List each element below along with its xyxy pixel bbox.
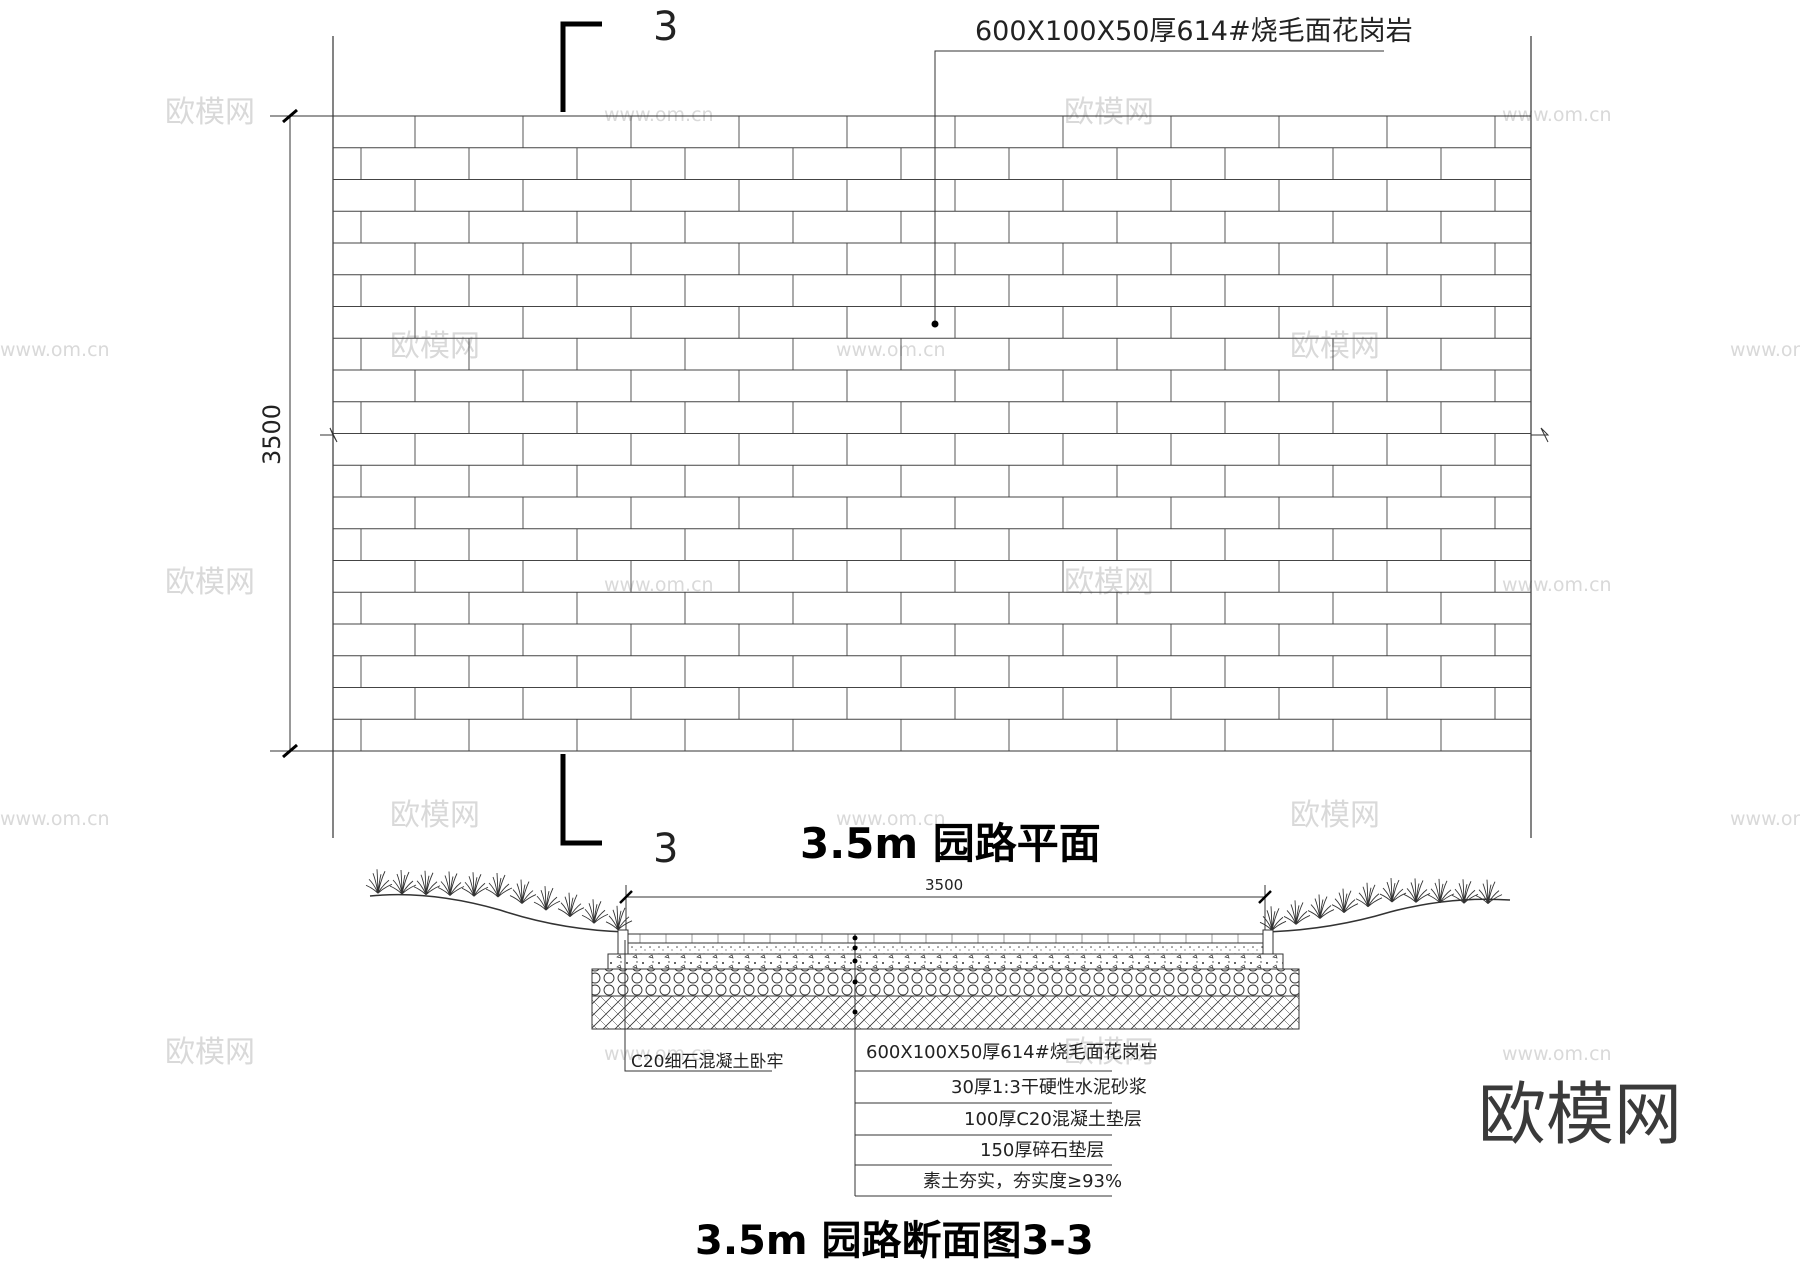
watermark-site: www.om.cn	[1502, 574, 1612, 596]
watermark-site: www.om.cn	[1730, 808, 1800, 830]
watermark-site: www.om.cn	[604, 104, 714, 126]
ground-left	[369, 893, 627, 933]
ground-right	[1264, 898, 1511, 933]
plan-view: 3500 3 3 600X100X50厚614#烧毛面花岗岩 3.5m 园路平面	[258, 4, 1550, 872]
layer-label-soil: 素土夯实，夯实度≥93%	[923, 1171, 1122, 1192]
granite-paving-pattern	[332, 115, 1532, 752]
watermark-site: www.om.cn	[836, 339, 946, 361]
paving-layers	[591, 929, 1300, 1030]
plan-dimension-label: 3500	[258, 404, 286, 465]
layer-item: 素土夯实，夯实度≥93%	[855, 1171, 1122, 1197]
watermark-brand: 欧模网	[165, 95, 255, 130]
section-marker-top-label: 3	[653, 4, 678, 50]
watermark-brand: 欧模网	[165, 1035, 255, 1070]
layer-label-gravel: 150厚碎石垫层	[980, 1140, 1104, 1161]
watermark-brand: 欧模网	[1290, 329, 1380, 364]
section-marker-top: 3	[560, 4, 678, 112]
plan-title: 3.5m 园路平面	[800, 819, 1101, 868]
watermark-brand: 欧模网	[390, 329, 480, 364]
layer-label-mortar: 30厚1:3干硬性水泥砂浆	[951, 1077, 1147, 1098]
watermark-brand: 欧模网	[1290, 798, 1380, 833]
brand-logo-watermark: 欧模网	[1478, 1076, 1682, 1155]
watermark-brand: 欧模网	[390, 798, 480, 833]
layer-callouts: 600X100X50厚614#烧毛面花岗岩 30厚1:3干硬性水泥砂浆 100厚…	[852, 934, 1158, 1197]
watermark-site: www.om.cn	[0, 808, 110, 830]
section-dimension-label: 3500	[925, 876, 963, 894]
section-title: 3.5m 园路断面图3-3	[695, 1218, 1094, 1264]
plan-dimension-vertical: 3500	[258, 108, 333, 759]
watermark-site: www.om.cn	[1730, 339, 1800, 361]
material-callout: 600X100X50厚614#烧毛面花岗岩	[931, 16, 1413, 328]
layer-item: 150厚碎石垫层	[855, 1140, 1112, 1166]
watermark-site: www.om.cn	[1502, 104, 1612, 126]
layer-item: 600X100X50厚614#烧毛面花岗岩	[855, 1042, 1158, 1072]
material-callout-label: 600X100X50厚614#烧毛面花岗岩	[975, 16, 1413, 47]
section-view: 3500 C20细石混凝土卧牢	[365, 869, 1511, 1264]
layer-item: 100厚C20混凝土垫层	[855, 1109, 1142, 1136]
watermark-brand: 欧模网	[1064, 95, 1154, 130]
curb-callout: C20细石混凝土卧牢	[624, 940, 784, 1072]
watermark-brand: 欧模网	[1064, 565, 1154, 600]
curb-callout-label: C20细石混凝土卧牢	[631, 1052, 784, 1072]
layer-label-concrete: 100厚C20混凝土垫层	[964, 1109, 1142, 1130]
watermark-brand: 欧模网	[1064, 1035, 1154, 1070]
section-marker-bottom-label: 3	[653, 826, 678, 872]
watermark-site: www.om.cn	[836, 808, 946, 830]
layer-label-granite: 600X100X50厚614#烧毛面花岗岩	[866, 1042, 1158, 1063]
grass-tufts	[365, 869, 1503, 931]
layer-item: 30厚1:3干硬性水泥砂浆	[855, 1077, 1147, 1104]
watermark-site: www.om.cn	[1502, 1043, 1612, 1065]
section-marker-bottom: 3	[560, 754, 678, 872]
watermark-site: www.om.cn	[0, 339, 110, 361]
watermark-brand: 欧模网	[165, 565, 255, 600]
watermark-site: www.om.cn	[604, 1043, 714, 1065]
